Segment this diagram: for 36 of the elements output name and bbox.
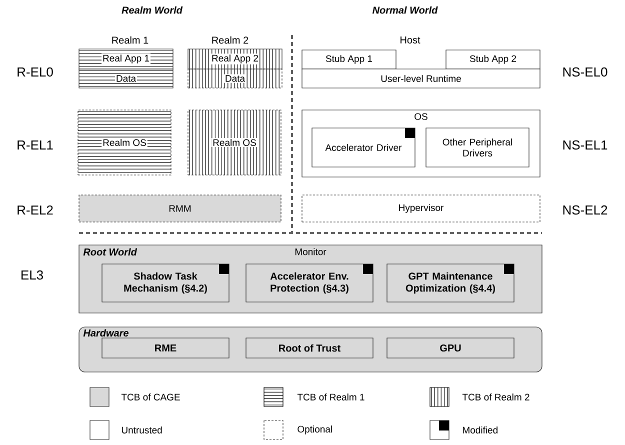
world-heading: Normal World xyxy=(372,6,438,14)
legend-label: Modified xyxy=(462,426,498,434)
data-box: Data xyxy=(188,68,282,88)
component-box: GPT Maintenance Optimization (§4.4) xyxy=(386,264,514,302)
driver-box: Other Peripheral Drivers xyxy=(426,128,530,168)
legend-label: Optional xyxy=(298,426,332,434)
legend-label: Untrusted xyxy=(122,426,162,434)
component-box: Accelerator Env. Protection (§4.3) xyxy=(246,264,374,302)
app-box: Stub App 1 xyxy=(302,50,396,70)
component-box: Root of Trust xyxy=(246,338,374,358)
host-label: Host xyxy=(400,36,420,44)
level-label: NS-EL2 xyxy=(563,205,608,215)
level-label: NS-EL0 xyxy=(563,67,608,77)
level-label: R-EL0 xyxy=(18,67,53,77)
driver-box: Accelerator Driver xyxy=(312,128,416,168)
realm-label: Realm 1 xyxy=(112,36,148,44)
component-box: RME xyxy=(102,338,230,358)
data-box: Data xyxy=(78,68,174,88)
legend-label: TCB of Realm 1 xyxy=(297,394,364,400)
os-box: Realm OS xyxy=(78,110,172,176)
app-box: Stub App 2 xyxy=(446,50,540,70)
level-label: R-EL1 xyxy=(18,140,53,150)
level-label: EL3 xyxy=(22,270,43,280)
component-box: Shadow Task Mechanism (§4.2) xyxy=(102,264,230,302)
app-box: Real App 1 xyxy=(78,48,174,70)
legend-label: TCB of Realm 2 xyxy=(462,394,530,400)
world-heading: Realm World xyxy=(122,6,183,14)
os-box: Realm OS xyxy=(188,110,282,176)
legend-label: TCB of CAGE xyxy=(121,394,180,400)
app-box: Real App 2 xyxy=(188,48,282,70)
monitor-box: RMM xyxy=(78,194,282,222)
component-box: GPU xyxy=(386,338,514,358)
level-label: NS-EL1 xyxy=(563,140,608,150)
realm-label: Realm 2 xyxy=(212,36,248,44)
hypervisor-box: Hypervisor xyxy=(302,194,540,222)
level-label: R-EL2 xyxy=(18,205,53,215)
